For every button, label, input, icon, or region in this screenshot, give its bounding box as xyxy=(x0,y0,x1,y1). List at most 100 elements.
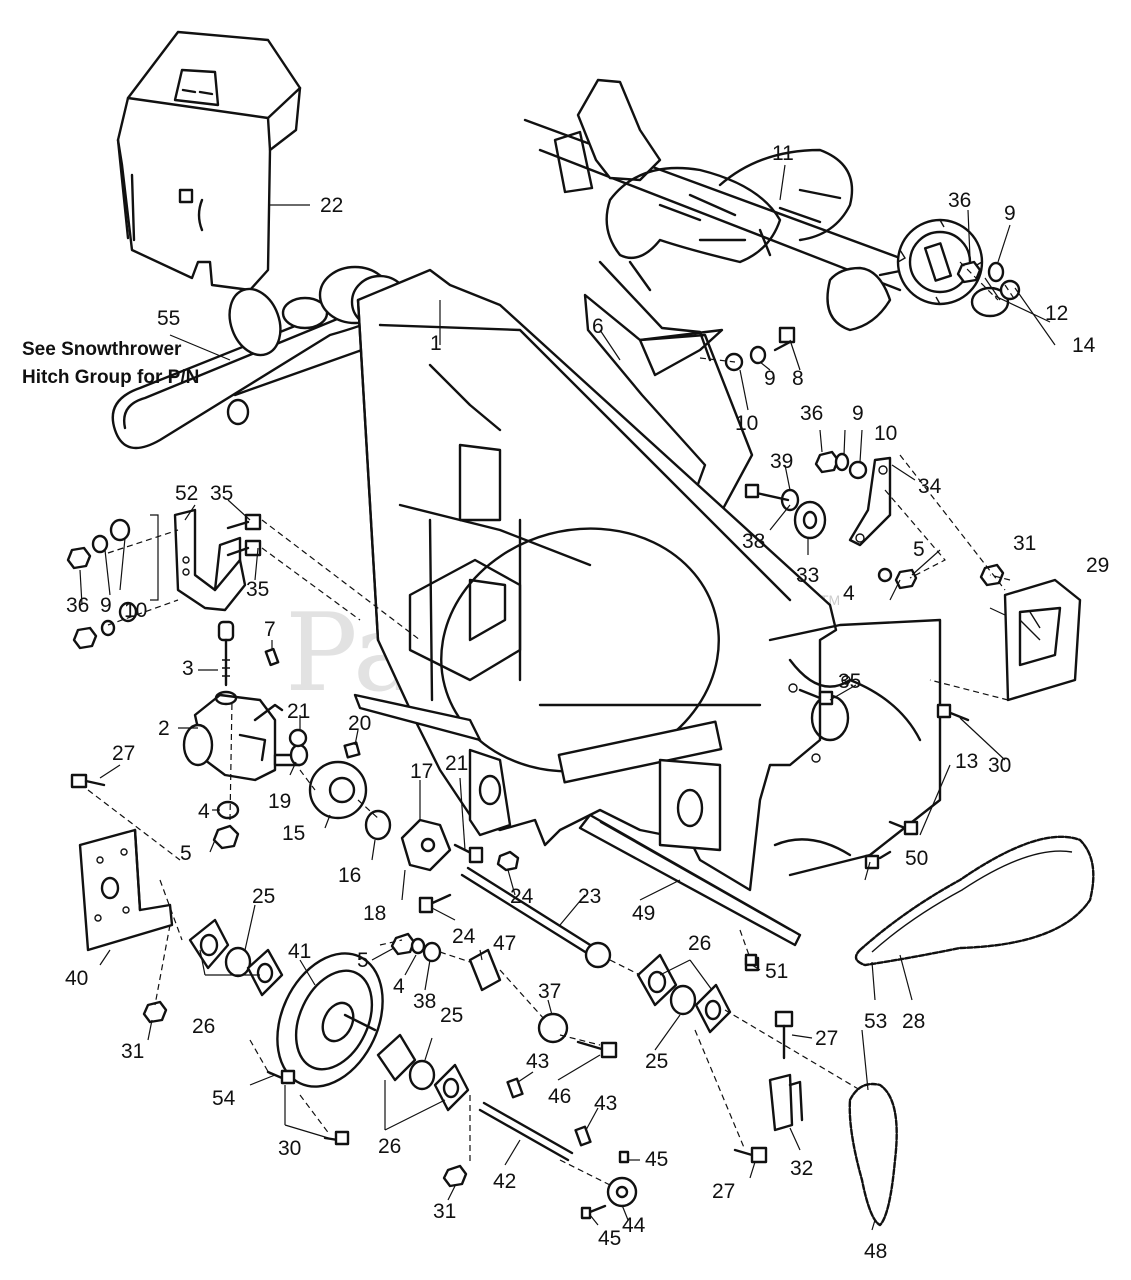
callout-5c: 5 xyxy=(357,949,369,972)
callout-37: 37 xyxy=(538,980,561,1003)
callout-11: 11 xyxy=(772,142,794,165)
callout-31c: 31 xyxy=(433,1200,456,1223)
callout-20: 20 xyxy=(348,712,371,735)
callout-23: 23 xyxy=(578,885,601,908)
bearings-right xyxy=(636,953,760,1034)
part-chain-large xyxy=(854,835,1095,967)
callout-51: 51 xyxy=(765,960,788,983)
callout-41: 41 xyxy=(288,940,311,963)
callout-36a: 36 xyxy=(948,189,971,212)
callout-10a: 10 xyxy=(735,412,758,435)
callout-5b: 5 xyxy=(180,842,192,865)
hitch-note-line-2: Hitch Group for P/N xyxy=(22,367,199,388)
callout-9a: 9 xyxy=(1004,202,1016,225)
callout-26b: 26 xyxy=(378,1135,401,1158)
part-41-pulley xyxy=(276,952,384,1088)
callout-52: 52 xyxy=(175,482,198,505)
callout-46: 46 xyxy=(548,1085,571,1108)
part-sprocket-large xyxy=(896,218,984,306)
callout-35c: 35 xyxy=(838,670,861,693)
callout-30a: 30 xyxy=(988,754,1011,777)
callout-18: 18 xyxy=(363,902,386,925)
callout-9b: 9 xyxy=(764,367,776,390)
callout-48: 48 xyxy=(864,1240,887,1263)
callout-2: 2 xyxy=(158,717,170,740)
callout-25a: 25 xyxy=(252,885,275,908)
callout-45b: 45 xyxy=(598,1227,621,1250)
assembly-lines xyxy=(87,261,1016,1186)
callout-14: 14 xyxy=(1072,334,1096,357)
callout-10c: 10 xyxy=(124,599,147,622)
bearings-center xyxy=(376,1033,470,1112)
callout-9c: 9 xyxy=(852,402,864,425)
part-44-sprocket xyxy=(580,1150,638,1220)
callout-19: 19 xyxy=(268,790,291,813)
callout-4c: 4 xyxy=(393,975,405,998)
callout-30b: 30 xyxy=(278,1137,301,1160)
callout-39: 39 xyxy=(770,450,793,473)
callout-35b: 35 xyxy=(246,578,269,601)
callout-38a: 38 xyxy=(742,530,765,553)
callout-13: 13 xyxy=(955,750,978,773)
callout-28: 28 xyxy=(902,1010,925,1033)
callout-16: 16 xyxy=(338,864,361,887)
callout-9d: 9 xyxy=(100,594,112,617)
callout-labels: 1 2 3 4 4 4 5 5 5 6 7 8 9 9 9 9 10 10 10… xyxy=(65,142,1109,1263)
callout-6: 6 xyxy=(592,315,604,338)
part-34-bracket xyxy=(848,456,892,547)
callout-34: 34 xyxy=(918,475,942,498)
callout-24a: 24 xyxy=(510,885,534,908)
callout-12: 12 xyxy=(1045,302,1068,325)
callout-5a: 5 xyxy=(913,538,925,561)
callout-21b: 21 xyxy=(445,752,468,775)
part-gearbox xyxy=(182,690,302,782)
callout-53: 53 xyxy=(864,1010,887,1033)
callout-50: 50 xyxy=(905,847,928,870)
callout-43a: 43 xyxy=(526,1050,549,1073)
part-7-key xyxy=(264,647,280,667)
callout-15: 15 xyxy=(282,822,305,845)
part-cover xyxy=(116,30,302,292)
callout-4a: 4 xyxy=(843,582,855,605)
callout-43b: 43 xyxy=(594,1092,617,1115)
callout-22: 22 xyxy=(320,194,343,217)
part-chain-small xyxy=(848,1082,898,1227)
callout-38b: 38 xyxy=(413,990,436,1013)
callout-42: 42 xyxy=(493,1170,516,1193)
callout-27a: 27 xyxy=(112,742,135,765)
callout-35a: 35 xyxy=(210,482,233,505)
part-29-plate xyxy=(1003,578,1082,702)
callout-27b: 27 xyxy=(815,1027,838,1050)
callout-17: 17 xyxy=(410,760,433,783)
callout-8: 8 xyxy=(792,367,804,390)
part-52-bracket xyxy=(173,508,247,612)
callout-31b: 31 xyxy=(121,1040,144,1063)
callout-26c: 26 xyxy=(688,932,711,955)
hitch-note-line-1: See Snowthrower xyxy=(22,339,182,360)
callout-26a: 26 xyxy=(192,1015,215,1038)
callout-40: 40 xyxy=(65,967,88,990)
hardware-27-left xyxy=(70,773,106,789)
callout-44: 44 xyxy=(622,1214,646,1237)
callout-54: 54 xyxy=(212,1087,236,1110)
callout-27c: 27 xyxy=(712,1180,735,1203)
callout-55: 55 xyxy=(157,307,180,330)
callout-49: 49 xyxy=(632,902,655,925)
callout-24b: 24 xyxy=(452,925,476,948)
hardware-right-lower xyxy=(733,1010,804,1164)
callout-36c: 36 xyxy=(66,594,89,617)
callout-36b: 36 xyxy=(800,402,823,425)
callout-45a: 45 xyxy=(645,1148,668,1171)
bearings-left xyxy=(188,918,284,997)
callout-47: 47 xyxy=(493,932,516,955)
callout-29: 29 xyxy=(1086,554,1109,577)
part-scraper xyxy=(578,813,802,947)
part-3-bolt xyxy=(217,620,235,687)
callout-3: 3 xyxy=(182,657,194,680)
part-40-bracket xyxy=(78,828,174,952)
part-42-shaft xyxy=(478,1101,574,1162)
callout-32: 32 xyxy=(790,1157,813,1180)
callout-4b: 4 xyxy=(198,800,210,823)
leader-lines xyxy=(79,164,1056,1231)
